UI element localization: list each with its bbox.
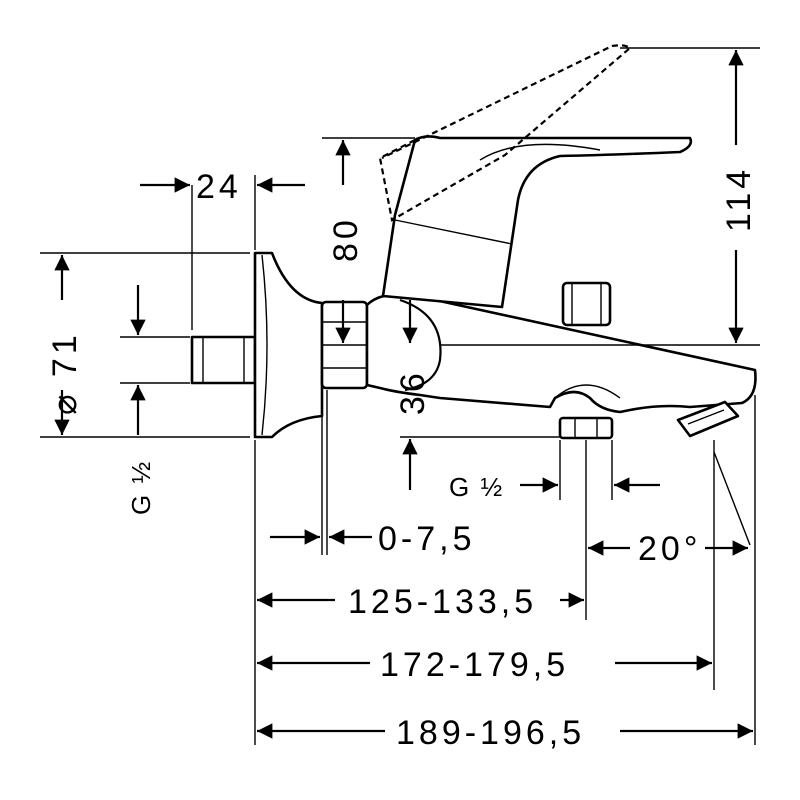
dim-spout-to-outlet: 36 bbox=[394, 369, 432, 415]
dim-wall-depth: 24 bbox=[196, 168, 242, 206]
dim-adjust-range: 0-7,5 bbox=[378, 520, 476, 558]
mixer-body-spout bbox=[365, 293, 757, 414]
dimension-labels: 24 80 114 ⌀ 71 G ½ 36 G ½ 0-7,5 20° 125-… bbox=[46, 166, 758, 752]
dim-flange-diameter: ⌀ 71 bbox=[46, 331, 84, 415]
dim-outlet-thread: G ½ bbox=[449, 472, 504, 502]
dim-length-total: 189-196,5 bbox=[396, 714, 585, 752]
dim-total-height: 114 bbox=[720, 166, 758, 232]
diverter-knob bbox=[561, 281, 612, 327]
dim-length-outlet: 125-133,5 bbox=[348, 583, 537, 621]
dim-length-spout-tip: 172-179,5 bbox=[380, 646, 569, 684]
dimension-lines bbox=[40, 47, 760, 745]
dim-inlet-thread: G ½ bbox=[126, 460, 156, 515]
faucet-outline bbox=[190, 251, 757, 440]
dim-lever-lift: 80 bbox=[327, 216, 365, 262]
outlet-nipple bbox=[558, 416, 614, 440]
inlet-nipple bbox=[190, 335, 257, 385]
dim-spout-angle: 20° bbox=[638, 530, 701, 568]
lever-handle bbox=[381, 135, 693, 309]
lever-raised-outline bbox=[378, 44, 632, 222]
